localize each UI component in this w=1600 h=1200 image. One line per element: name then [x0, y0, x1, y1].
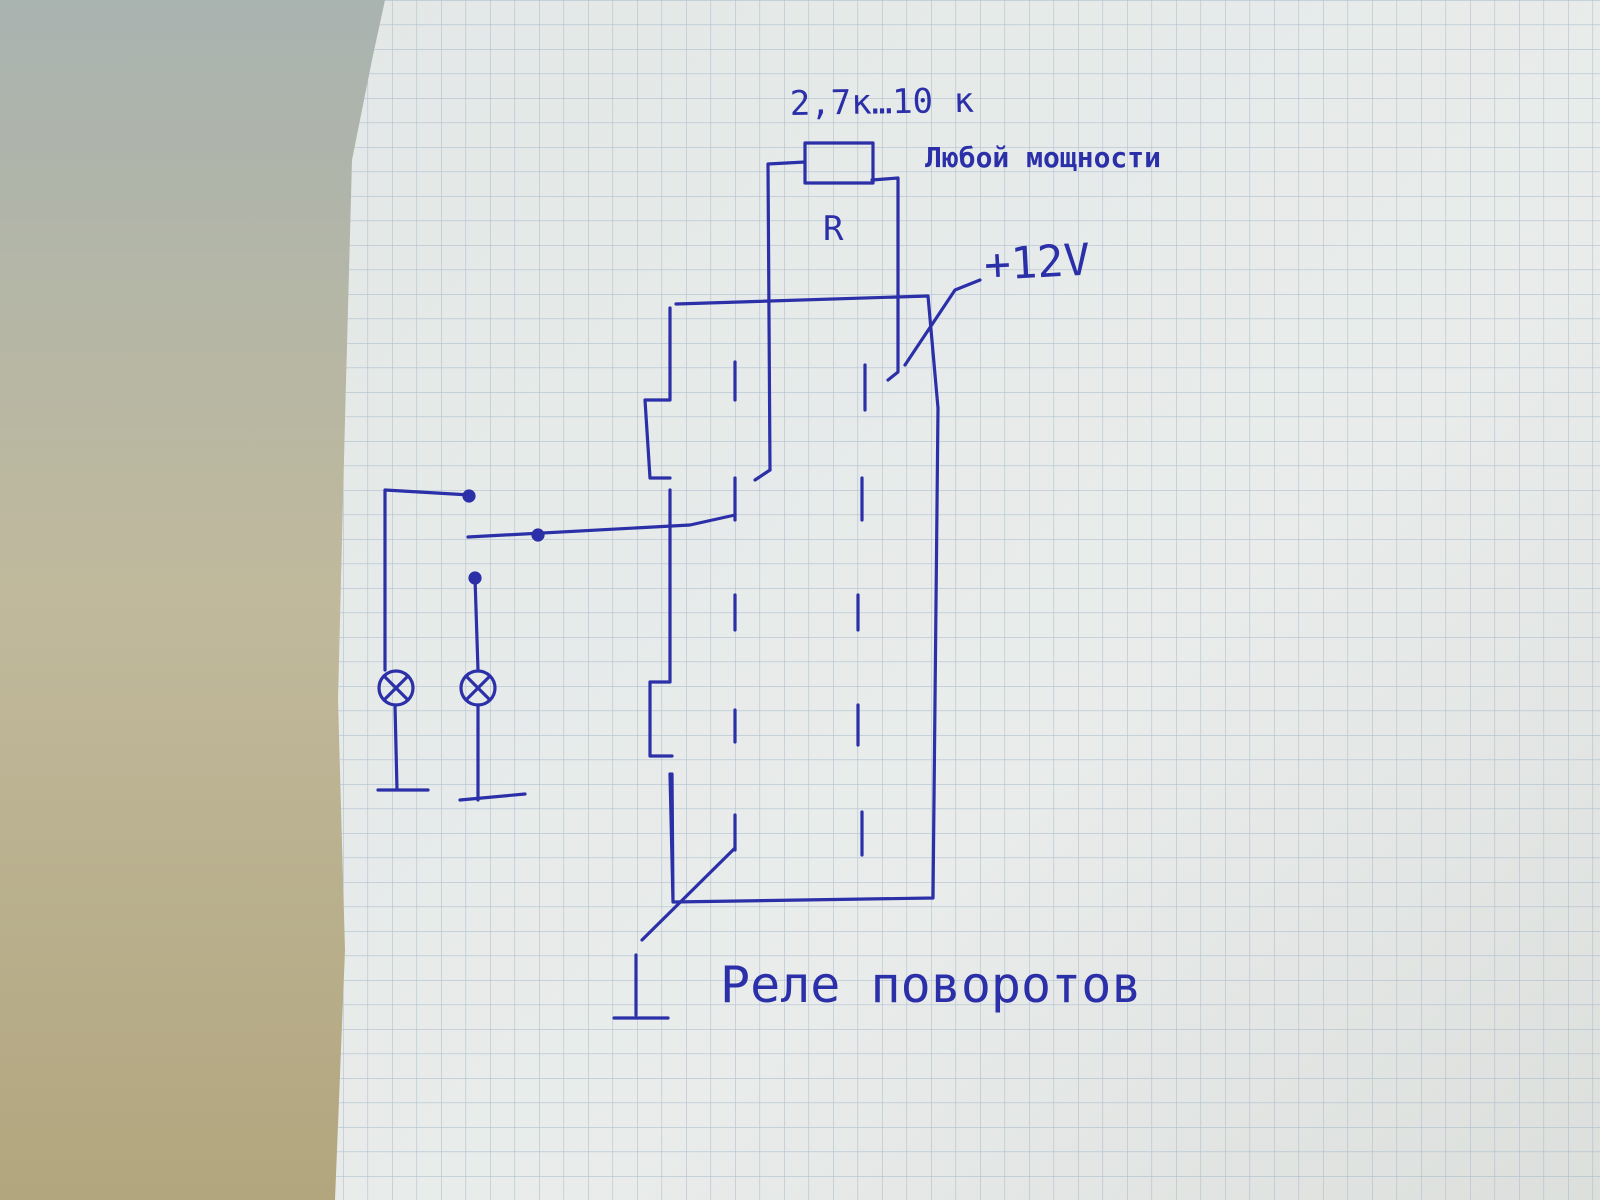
ground-symbol-relay	[612, 953, 670, 1020]
resistor-label: R	[823, 209, 844, 249]
lamp-wire-2	[458, 576, 527, 802]
relay-pins	[733, 360, 867, 857]
supply-label: +12V	[983, 235, 1091, 291]
resistor-symbol	[803, 141, 875, 185]
resistor-power-label: Любой мощности	[925, 141, 1161, 174]
lamp-terminal-dot-1	[462, 489, 476, 503]
paper-grid	[335, 0, 1600, 1200]
circuit-drawing	[376, 141, 982, 1020]
resistor-wire	[766, 160, 900, 472]
resistor-lead-down	[753, 468, 772, 482]
lamp-2-cross	[464, 674, 492, 702]
lamp-1	[377, 669, 415, 707]
lamp-terminal-dot-2	[468, 571, 482, 585]
resistor-value-label: 2,7к…10 к	[789, 81, 974, 124]
relay-outline	[643, 294, 940, 904]
junction-dot	[531, 528, 545, 542]
lamp-1-cross	[382, 674, 410, 702]
supply-pointer	[903, 278, 982, 367]
lamp-2	[459, 669, 497, 707]
relay-label: Реле поворотов	[720, 956, 1141, 1014]
lamp-wire-1	[376, 488, 472, 792]
ground-pointer	[640, 846, 737, 942]
